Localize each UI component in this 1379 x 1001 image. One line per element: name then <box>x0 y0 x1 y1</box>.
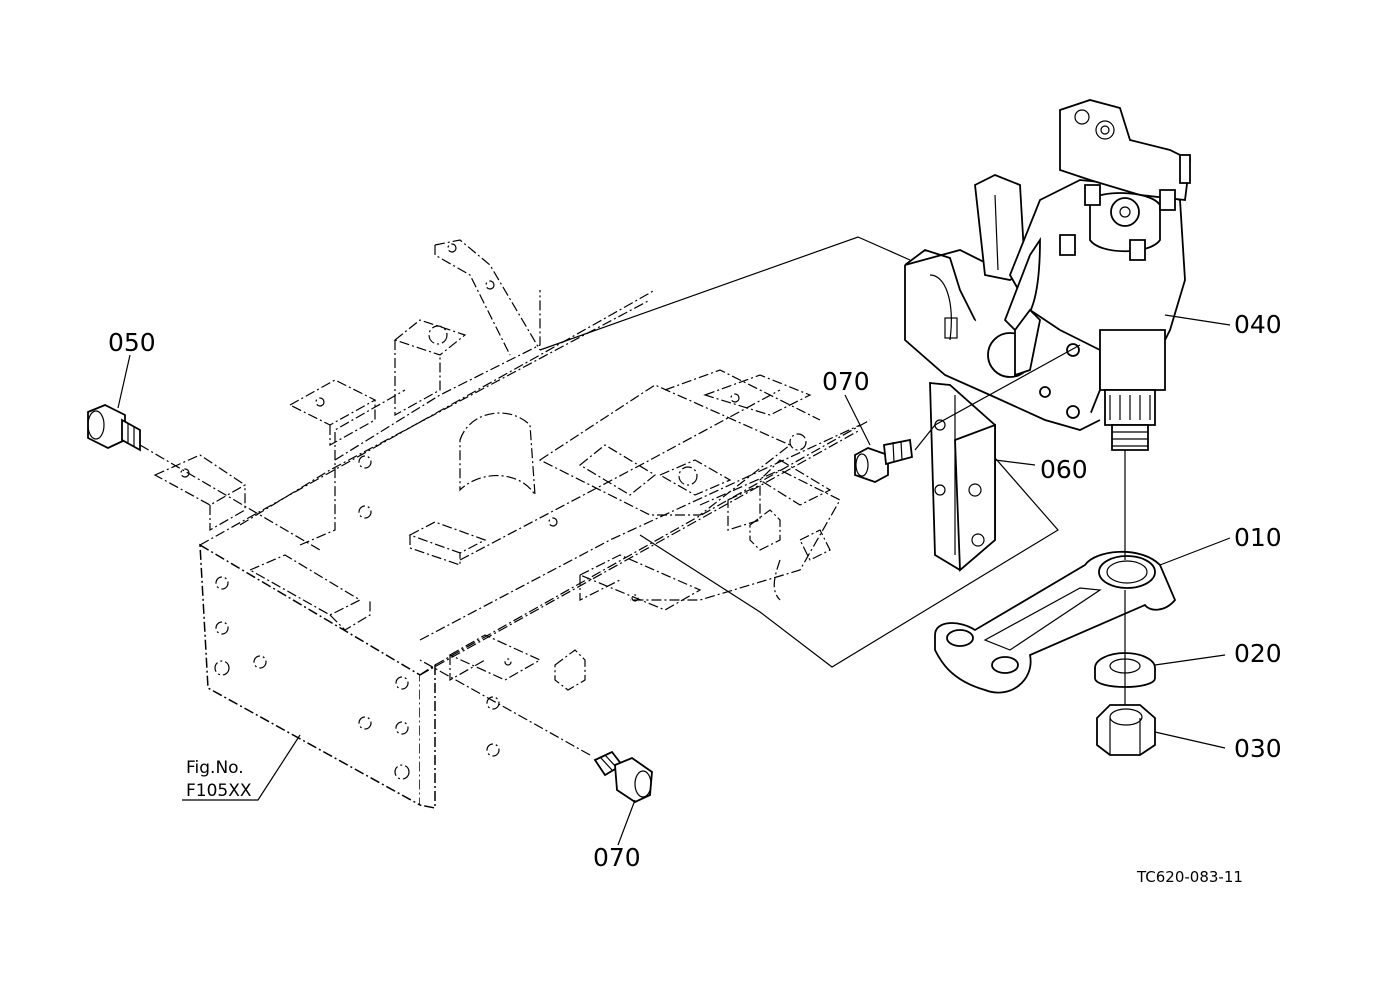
callout-050: 050 <box>108 328 156 357</box>
part-060-plate <box>929 382 996 572</box>
callout-060: 060 <box>1040 455 1088 484</box>
figure-reference-number: F105XX <box>186 781 252 801</box>
drawing-code: TC620-083-11 <box>1136 868 1243 886</box>
callout-070-lower: 070 <box>593 843 641 872</box>
part-050-bolt <box>87 404 141 452</box>
mounting-outline <box>539 236 1059 668</box>
leader-lines <box>117 314 1231 846</box>
alignment-lines <box>139 344 1126 756</box>
callout-070-upper: 070 <box>822 367 870 396</box>
part-070-upper-bolt <box>854 438 913 483</box>
part-030-nut <box>1096 704 1156 756</box>
part-070-lower-bolt <box>593 750 653 804</box>
callout-010: 010 <box>1234 523 1282 552</box>
callout-020: 020 <box>1234 639 1282 668</box>
part-010-arm <box>934 550 1177 694</box>
part-040-steering-unit <box>904 99 1191 451</box>
callout-030: 030 <box>1234 734 1282 763</box>
figure-reference-label: Fig.No. <box>186 758 244 778</box>
callout-040: 040 <box>1234 310 1282 339</box>
frame-assembly <box>153 239 871 809</box>
